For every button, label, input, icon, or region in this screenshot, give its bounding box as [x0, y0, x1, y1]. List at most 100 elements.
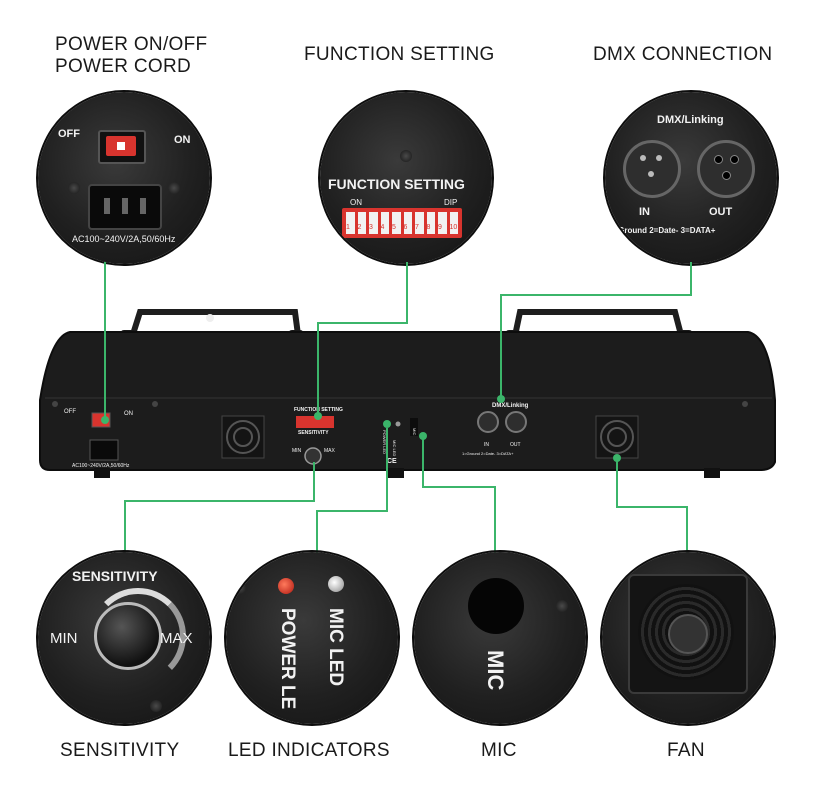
mic-connector-v2: [494, 486, 496, 566]
power-label: POWER ON/OFF POWER CORD: [55, 34, 208, 77]
led-connector-dot: [383, 420, 391, 428]
fan-label: FAN: [667, 740, 705, 761]
sensitivity-min-text: MIN: [50, 630, 78, 647]
power-led-icon: [278, 578, 294, 594]
dip-switch-label: 6: [403, 224, 408, 231]
device-rating-text: AC100~240V/2A,50/60Hz: [72, 463, 130, 469]
mic-led-icon: [328, 576, 344, 592]
dip-switch-5[interactable]: 5: [392, 212, 401, 234]
dmx-in-connector[interactable]: [623, 140, 681, 198]
function-connector-line-h: [317, 322, 408, 324]
dip-switch-1[interactable]: 1: [346, 212, 355, 234]
device-mic-led-text: MIC LED: [392, 440, 397, 457]
sensitivity-connector-h: [124, 500, 315, 502]
fan-connector-v2: [686, 506, 688, 566]
mic-connector-dot: [419, 432, 427, 440]
dip-switch-label: 1: [346, 224, 350, 231]
device-mic-text: MIC: [412, 428, 417, 436]
device-off-text: OFF: [64, 409, 76, 415]
led-detail-circle: MIC LED POWER LE: [226, 552, 398, 724]
dmx-detail-circle: DMX/Linking IN OUT 1=Ground 2=Date- 3=DA…: [605, 92, 777, 264]
power-connector-line: [104, 262, 106, 420]
fan-connector-h: [616, 506, 688, 508]
dip-switch-7[interactable]: 7: [415, 212, 424, 234]
dip-switch-10[interactable]: 10: [449, 212, 458, 234]
dip-switch-label: 2: [357, 224, 362, 231]
sensitivity-detail-circle: SENSITIVITY MIN MAX: [38, 552, 210, 724]
function-panel-title: FUNCTION SETTING: [328, 176, 465, 192]
dip-switch-label: 5: [392, 224, 396, 231]
mic-detail-circle: MIC: [414, 552, 586, 724]
power-connector-dot: [101, 416, 109, 424]
device-fan-left: [221, 415, 265, 459]
device-max-text: MAX: [324, 448, 335, 454]
device-in-text: IN: [484, 442, 489, 448]
screw-icon: [168, 182, 180, 194]
device-out-text: OUT: [510, 442, 521, 448]
device-pins-text: 1=Ground 2=Date- 3=DATA+: [462, 451, 514, 456]
function-connector-line-v2: [317, 322, 319, 416]
dmx-panel-title: DMX/Linking: [657, 114, 724, 126]
function-setting-label: FUNCTION SETTING: [304, 44, 495, 65]
sensitivity-panel-title: SENSITIVITY: [72, 568, 158, 584]
power-rating-text: AC100~240V/2A,50/60Hz: [72, 234, 176, 244]
dmx-out-connector[interactable]: [697, 140, 755, 198]
sensitivity-knob[interactable]: [94, 602, 162, 670]
function-connector-dot: [314, 412, 322, 420]
device-dmx-text: DMX/Linking: [492, 403, 529, 409]
screw-icon: [400, 150, 412, 162]
led-connector-h: [316, 510, 388, 512]
fan-icon: [628, 574, 748, 694]
power-switch-rocker: [106, 136, 136, 156]
device-fan-right: [595, 415, 639, 459]
dmx-connection-label: DMX CONNECTION: [593, 44, 773, 65]
dmx-pins-text: 1=Ground 2=Date- 3=DATA+: [609, 226, 716, 235]
led-connector-v2: [316, 510, 318, 566]
device-power-led-text: POWER LED: [382, 430, 387, 455]
dip-switch-8[interactable]: 8: [426, 212, 435, 234]
sensitivity-label: SENSITIVITY: [60, 740, 180, 761]
screw-icon: [556, 600, 568, 612]
dip-switch-label: 4: [380, 224, 385, 231]
function-on-text: ON: [350, 198, 362, 207]
power-switch[interactable]: [98, 130, 146, 164]
dip-switch-label: 9: [438, 224, 442, 231]
dip-switch-2[interactable]: 2: [357, 212, 366, 234]
dip-switch-9[interactable]: 9: [438, 212, 447, 234]
dip-switch-label: 8: [426, 224, 431, 231]
dip-switch-label: 7: [415, 224, 419, 231]
sensitivity-arc: [90, 588, 186, 684]
power-detail-circle: OFF ON AC100~240V/2A,50/60Hz: [38, 92, 210, 264]
screw-icon: [234, 582, 246, 594]
dip-switch-6[interactable]: 6: [403, 212, 412, 234]
mic-panel-text: MIC: [483, 650, 508, 691]
led-indicators-label: LED INDICATORS: [228, 740, 390, 761]
dmx-connector-line-v2: [500, 294, 502, 398]
dmx-connector-dot: [497, 395, 505, 403]
device-on-text: ON: [124, 411, 133, 417]
mic-connector-h: [422, 486, 496, 488]
power-socket[interactable]: [88, 184, 162, 230]
dmx-out-text: OUT: [709, 206, 733, 218]
led-mic-led-text: MIC LED: [325, 608, 346, 687]
fan-connector-v: [616, 458, 618, 508]
sensitivity-connector-v2: [124, 500, 126, 566]
screw-icon: [68, 182, 80, 194]
fan-connector-dot: [613, 454, 621, 462]
led-power-led-text: POWER LE: [277, 608, 298, 710]
dip-switch-4[interactable]: 4: [380, 212, 389, 234]
power-off-text: OFF: [58, 128, 80, 140]
dip-switch-3[interactable]: 3: [369, 212, 378, 234]
fan-detail-circle: [602, 552, 774, 724]
sensitivity-max-text: MAX: [160, 630, 193, 647]
function-connector-line-v: [406, 262, 408, 324]
device-sensitivity-text: SENSITIVITY: [298, 430, 329, 436]
dmx-in-text: IN: [639, 206, 650, 218]
mic-label: MIC: [481, 740, 517, 761]
dip-switch-label: 3: [369, 224, 373, 231]
device-ce-text: CE: [387, 458, 397, 465]
screw-icon: [150, 700, 162, 712]
sensitivity-connector-v: [313, 462, 315, 502]
